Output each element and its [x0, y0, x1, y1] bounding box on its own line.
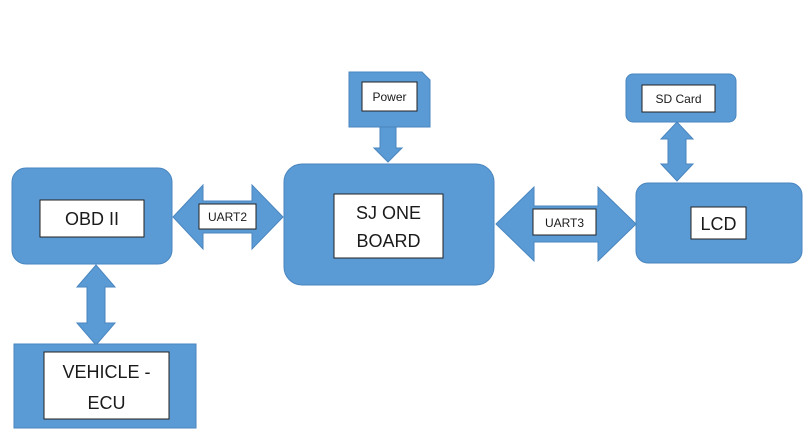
lcd-label-box — [690, 206, 747, 240]
power-label: Power — [372, 90, 406, 104]
board-label-line1: SJ ONE — [356, 203, 421, 223]
board-label-line2: BOARD — [356, 231, 420, 251]
power-board-arrow — [372, 126, 404, 163]
lcd-label: LCD — [700, 214, 736, 234]
vehicle-label-box — [43, 351, 170, 420]
sdcard-label-box — [641, 84, 716, 113]
obd-label: OBD II — [65, 209, 119, 229]
obd-vehicle-double-arrow — [75, 264, 117, 346]
vehicle-label-line1: VEHICLE - — [62, 362, 150, 382]
uart3-label-box — [532, 208, 597, 236]
uart2-label: UART2 — [208, 210, 247, 224]
vehicle-label-line2: ECU — [87, 393, 125, 413]
uart2-label-box — [198, 203, 257, 230]
obd-label-box — [39, 199, 145, 238]
power-label-box — [361, 81, 418, 112]
uart3-label: UART3 — [545, 216, 584, 230]
board-label-box — [333, 193, 444, 259]
sdcard-lcd-double-arrow — [659, 121, 695, 182]
sdcard-label: SD Card — [655, 92, 701, 106]
